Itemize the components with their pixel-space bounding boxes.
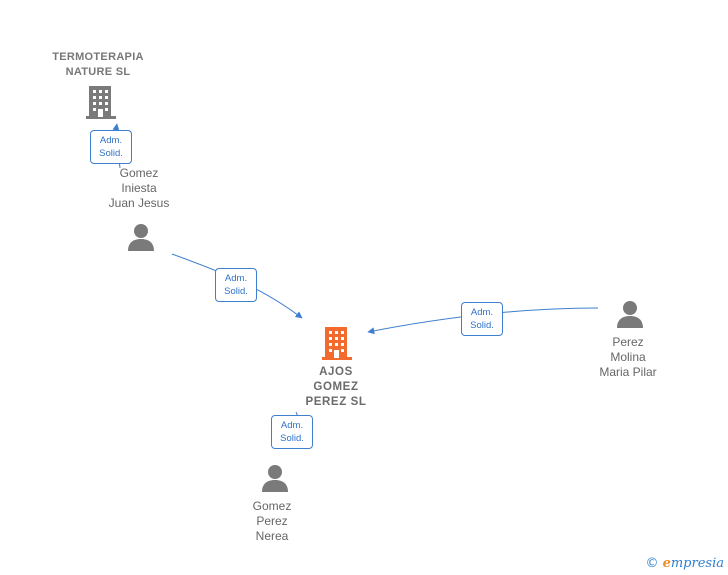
company-label-ajos: AJOS GOMEZ PEREZ SL (305, 366, 367, 408)
person-label-perez-molina: Perez Molina Maria Pilar (599, 335, 657, 379)
person-label-gomez-perez: Gomez Perez Nerea (252, 499, 292, 543)
relation-badge-adm-solid[interactable]: Adm. Solid. (271, 415, 313, 449)
brand-logo-text: mpresia (670, 556, 724, 571)
person-label-gomez-iniesta: Gomez Iniesta Juan Jesus (108, 166, 170, 210)
relation-badge-adm-solid[interactable]: Adm. Solid. (461, 302, 503, 336)
copyright-symbol: © (645, 556, 659, 571)
relation-badge-adm-solid[interactable]: Adm. Solid. (215, 268, 257, 302)
company-label-termoterapia: TERMOTERAPIA NATURE SL (52, 51, 144, 78)
person-icon[interactable] (260, 463, 290, 493)
relation-badge-adm-solid[interactable]: Adm. Solid. (90, 130, 132, 164)
person-icon[interactable] (126, 222, 156, 252)
person-icon[interactable] (615, 299, 645, 329)
brand-logo-e: e (662, 556, 671, 571)
brand-watermark: © empresia (645, 556, 724, 571)
building-icon[interactable] (85, 84, 117, 120)
building-icon-main[interactable] (321, 325, 353, 361)
